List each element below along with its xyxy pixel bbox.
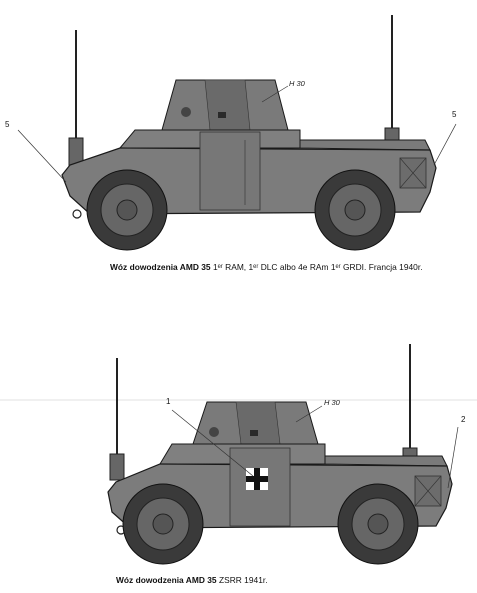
turret-front-face <box>204 79 251 131</box>
callout-label-1: 1 <box>166 397 171 406</box>
turret-front-face <box>235 401 281 445</box>
rear-box-cross-2 <box>399 157 427 189</box>
front-wheel <box>122 483 204 565</box>
vehicle-plate-top: 5 5 H 30 Wóz dowodzenia AMD 35 1ᵉʳ RAM, … <box>0 0 477 290</box>
registration-label: H 30 <box>324 398 340 407</box>
turret-periscope <box>209 427 219 437</box>
vehicle-plate-bottom: 1 2 H 30 Wóz dowodzenia AMD 35 ZSRR 1941… <box>0 330 477 593</box>
callout-label-right: 5 <box>452 110 457 119</box>
callout-right-leader <box>433 123 457 166</box>
caption-bottom: Wóz dowodzenia AMD 35 ZSRR 1941r. <box>116 575 268 585</box>
caption-top-title: Wóz dowodzenia AMD 35 <box>110 262 211 272</box>
callout-1-leader <box>171 409 254 477</box>
rear-box-cross-2 <box>414 475 442 507</box>
amd35-french-side-view <box>17 15 457 251</box>
side-door <box>199 131 261 211</box>
balkenkreuz-cross-marking <box>246 468 268 490</box>
registration-label: H 30 <box>289 79 305 88</box>
callout-left-leader <box>17 129 67 183</box>
registration-leader <box>295 405 323 423</box>
callout-2-leader <box>447 426 459 489</box>
callout-label-left: 5 <box>5 120 10 129</box>
amd35-soviet-side-view <box>0 344 477 565</box>
rear-wheel <box>314 169 396 251</box>
turret-vision-slit <box>250 430 258 436</box>
callout-label-2: 2 <box>461 415 466 424</box>
turret-periscope <box>181 107 191 117</box>
caption-bottom-title: Wóz dowodzenia AMD 35 <box>116 575 217 585</box>
rear-wheel <box>337 483 419 565</box>
caption-top: Wóz dowodzenia AMD 35 1ᵉʳ RAM, 1ᵉʳ DLC a… <box>110 262 423 272</box>
engine-deck <box>299 139 431 151</box>
caption-top-units: 1ᵉʳ RAM, 1ᵉʳ DLC albo 4e RAm 1ᵉʳ GRDI. F… <box>210 262 423 272</box>
engine-deck <box>324 455 448 467</box>
left-antenna-base <box>109 453 125 481</box>
caption-bottom-units: ZSRR 1941r. <box>216 575 268 585</box>
tow-hook <box>72 209 82 219</box>
front-wheel <box>86 169 168 251</box>
turret-vision-slit <box>218 112 226 118</box>
registration-leader <box>261 85 289 103</box>
